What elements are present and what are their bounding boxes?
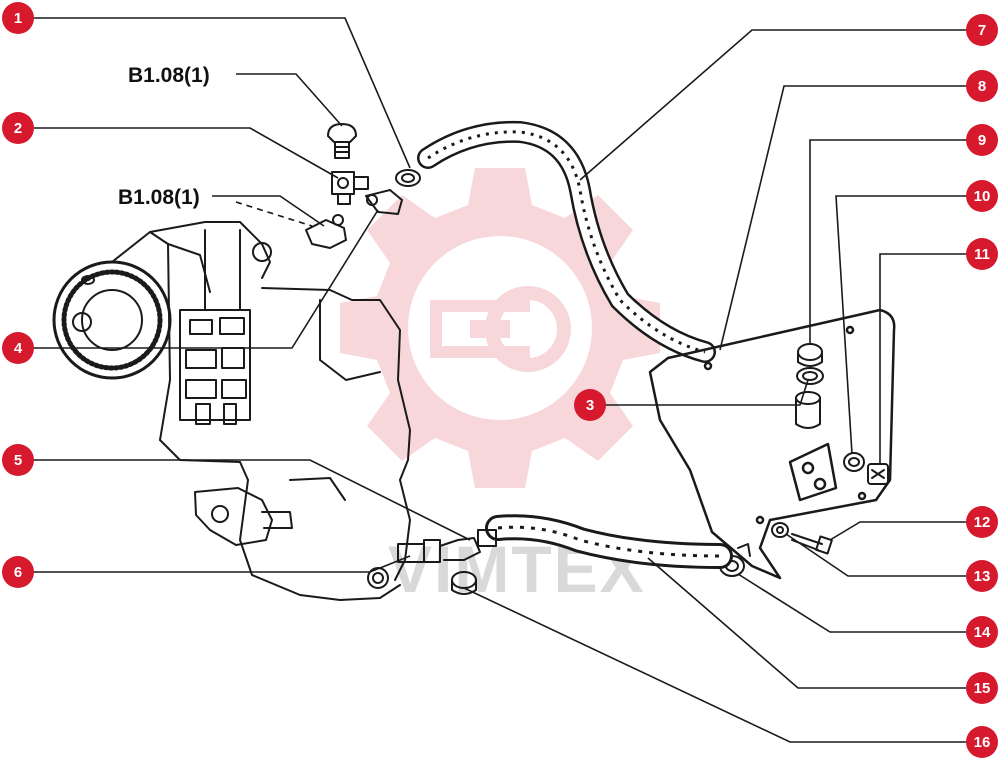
- callout-16: 16: [966, 726, 998, 758]
- washer-13: [771, 522, 789, 538]
- callout-3: 3: [574, 389, 606, 421]
- callout-15-marker: [966, 672, 998, 704]
- callout-6-marker: [2, 556, 34, 588]
- hose-connector-5: [397, 529, 497, 563]
- callout-9-marker: [966, 124, 998, 156]
- seal-ring-3: [796, 367, 824, 385]
- callout-8: 8: [966, 70, 998, 102]
- callout-14-number: 14: [974, 624, 991, 641]
- callout-13-number: 13: [974, 568, 991, 585]
- callout-4-number: 4: [14, 340, 23, 357]
- callout-7: 7: [966, 14, 998, 46]
- callout-1-number: 1: [14, 10, 22, 27]
- breather-hose: [417, 120, 716, 363]
- washer-10: [843, 452, 865, 472]
- callout-7-number: 7: [978, 22, 986, 39]
- callout-11-number: 11: [974, 246, 990, 263]
- callout-6: 6: [2, 556, 34, 588]
- callout-5: 5: [2, 444, 34, 476]
- breather-cap: [327, 123, 357, 159]
- callout-6-number: 6: [14, 564, 22, 581]
- callout-13: 13: [966, 560, 998, 592]
- callout-2: 2: [2, 112, 34, 144]
- reference-label-top: B1.08(1): [128, 64, 210, 87]
- callout-14: 14: [966, 616, 998, 648]
- callout-12-number: 12: [974, 514, 991, 531]
- callout-13-marker: [966, 560, 998, 592]
- hose-clamp-upper: [395, 169, 421, 187]
- callout-15-number: 15: [974, 680, 991, 697]
- callout-2-number: 2: [14, 120, 22, 137]
- callout-4: 4: [2, 332, 34, 364]
- leader-lines: [33, 17, 968, 743]
- callout-5-number: 5: [14, 452, 22, 469]
- callout-2-marker: [2, 112, 34, 144]
- callout-11: 11: [966, 238, 998, 270]
- oil-tank: [648, 308, 896, 580]
- callout-3-number: 3: [586, 397, 594, 414]
- callout-12-marker: [966, 506, 998, 538]
- elbow-fitting: [305, 214, 347, 249]
- callout-12: 12: [966, 506, 998, 538]
- callout-10-marker: [966, 180, 998, 212]
- strainer: [795, 391, 821, 429]
- callout-8-marker: [966, 70, 998, 102]
- angle-union: [365, 189, 403, 215]
- callout-5-marker: [2, 444, 34, 476]
- watermark-gear-logo: [340, 168, 660, 488]
- callout-14-marker: [966, 616, 998, 648]
- suction-hose: [485, 514, 733, 569]
- callout-3-marker: [574, 389, 606, 421]
- callout-11-marker: [966, 238, 998, 270]
- callout-4-marker: [2, 332, 34, 364]
- callout-1: 1: [2, 2, 34, 34]
- callout-8-number: 8: [978, 78, 986, 95]
- callout-7-marker: [966, 14, 998, 46]
- callout-10-number: 10: [974, 188, 991, 205]
- tee-fitting: [331, 171, 369, 205]
- engine-assembly: [52, 221, 411, 601]
- reference-label-middle: B1.08(1): [118, 186, 200, 209]
- callout-16-marker: [966, 726, 998, 758]
- bolt-12: [791, 533, 833, 555]
- callout-9: 9: [966, 124, 998, 156]
- callout-16-number: 16: [974, 734, 991, 751]
- callout-10: 10: [966, 180, 998, 212]
- callout-9-number: 9: [978, 132, 986, 149]
- filler-cap: [797, 343, 823, 367]
- callout-15: 15: [966, 672, 998, 704]
- drain-plug-11: [867, 463, 889, 485]
- callout-1-marker: [2, 2, 34, 34]
